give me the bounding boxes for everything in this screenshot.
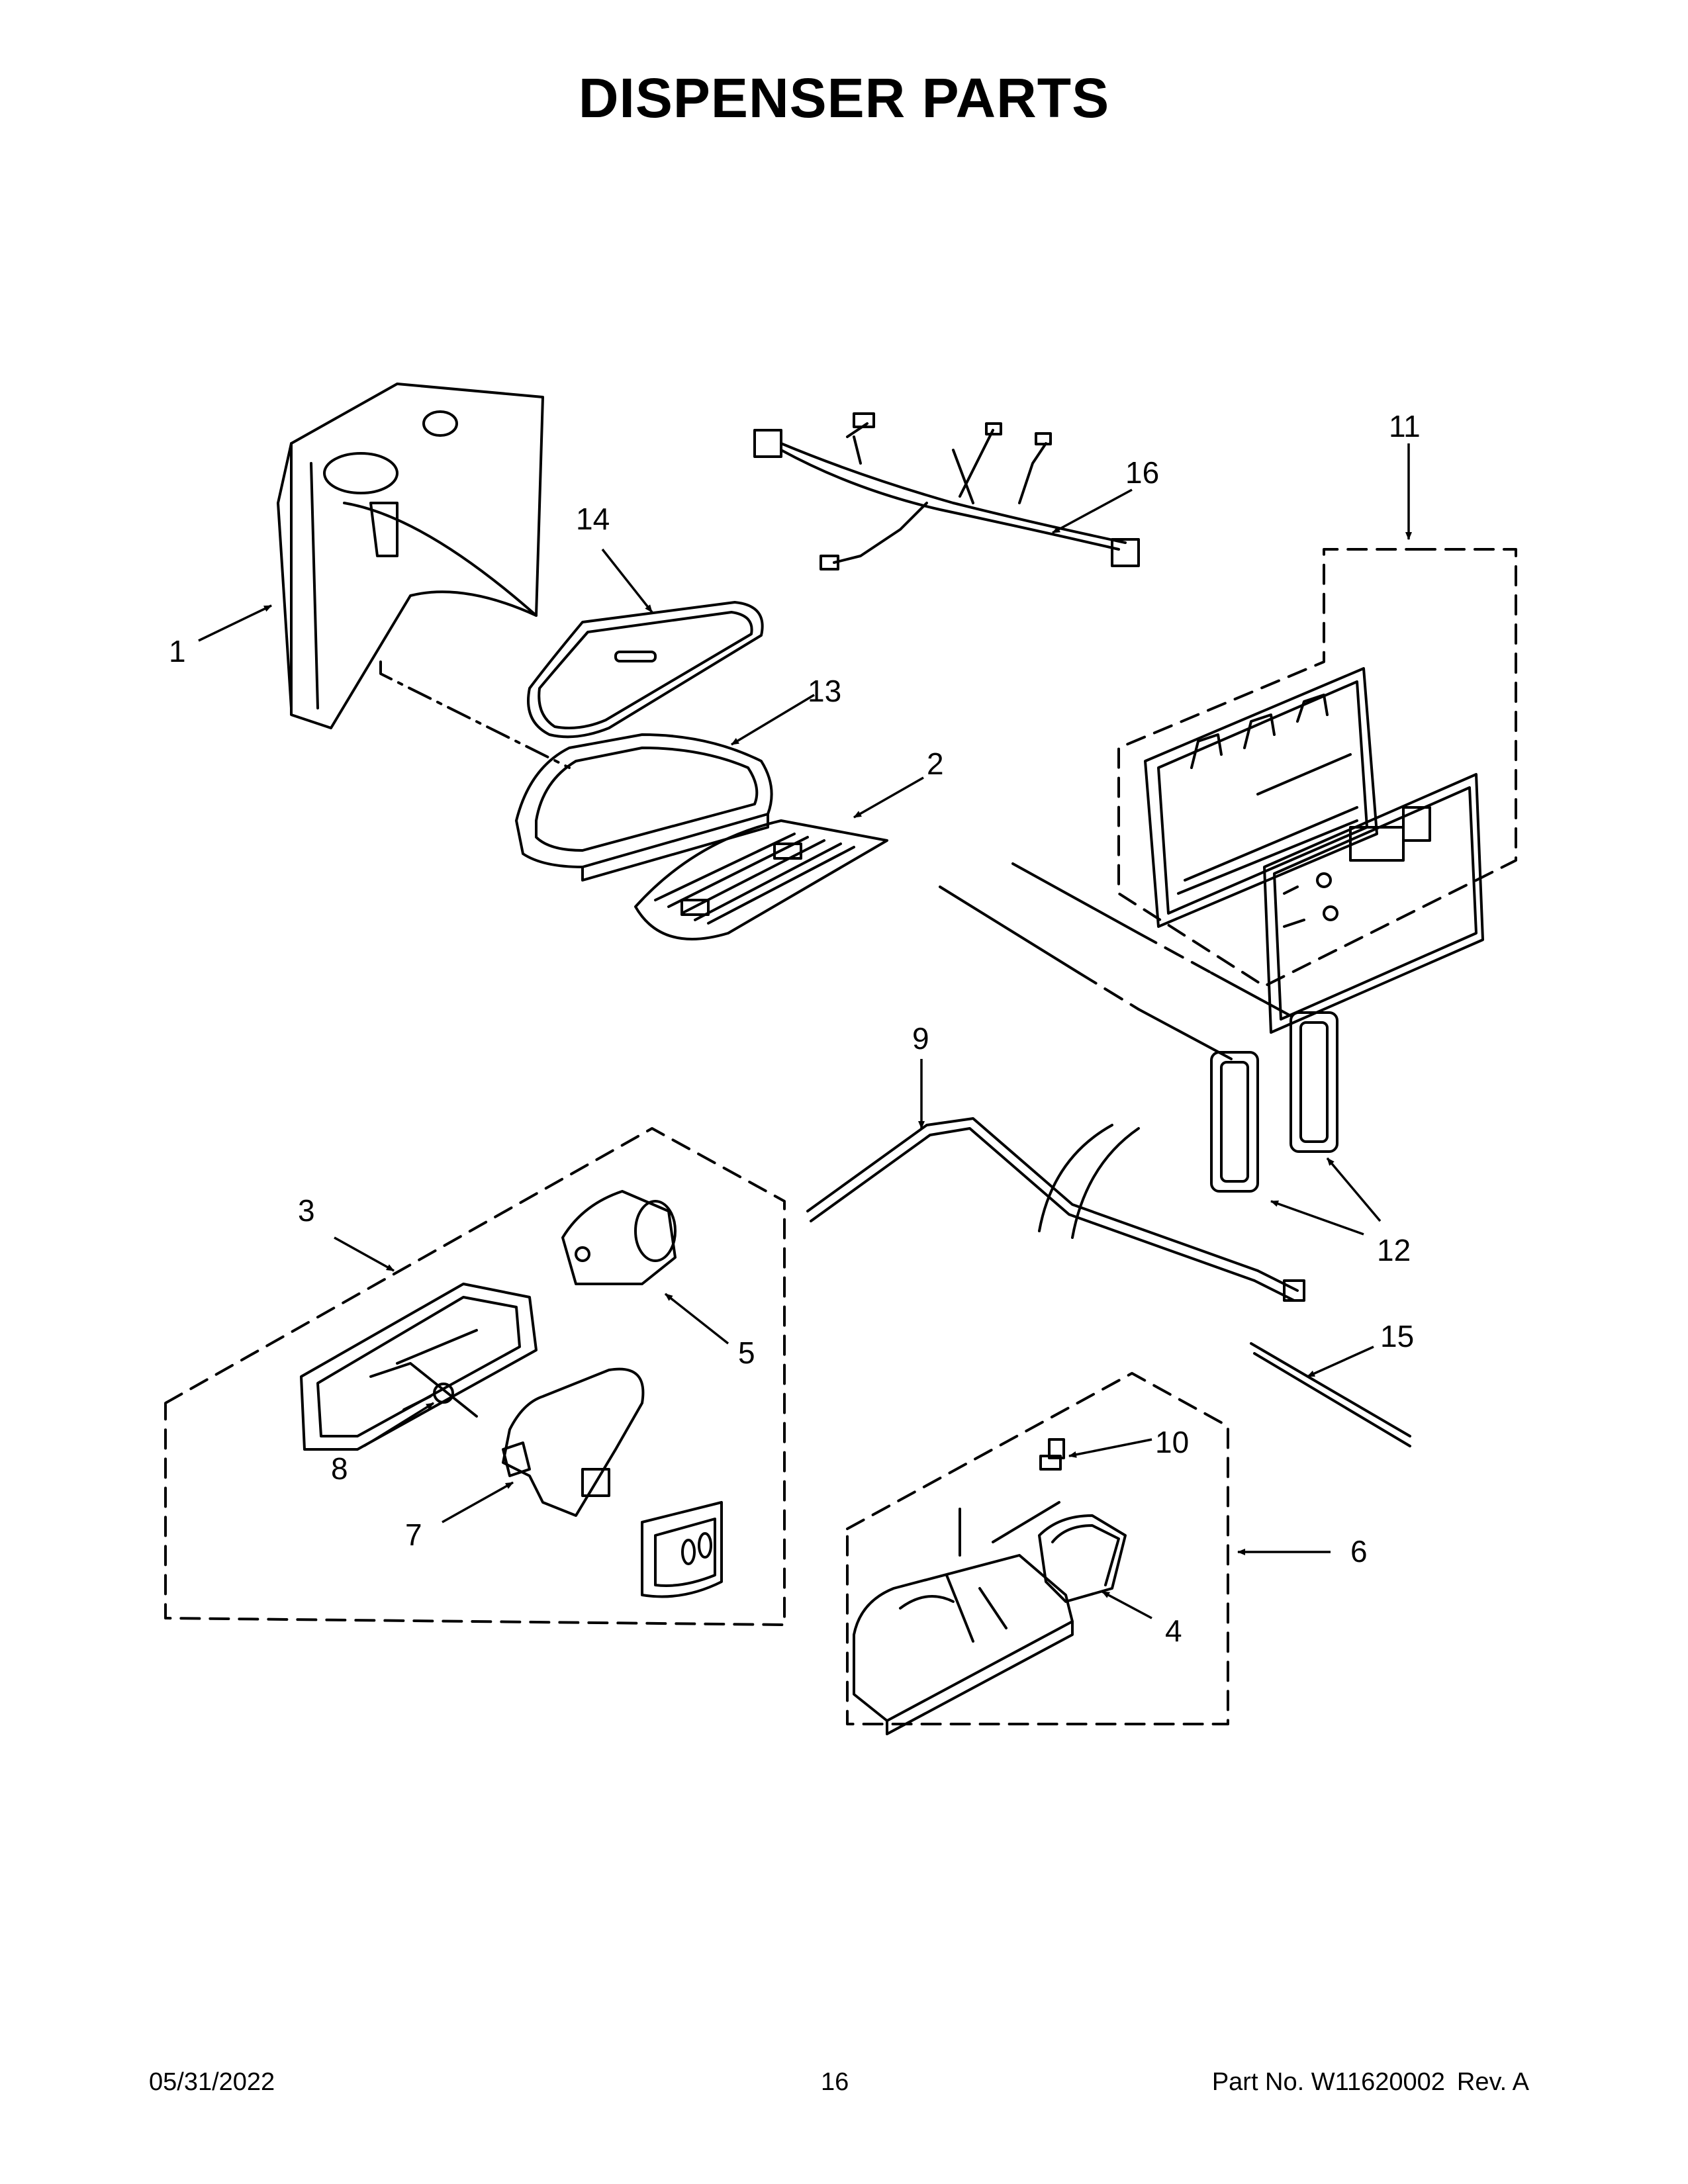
part-13-drip-tray bbox=[515, 733, 773, 882]
assembly-outline-6 bbox=[846, 1372, 1229, 1725]
callout-7: 7 bbox=[405, 1518, 422, 1552]
part-1-dispenser-housing bbox=[277, 383, 544, 729]
part-7-actuator bbox=[502, 1367, 645, 1517]
footer-date: 05/31/2022 bbox=[149, 2068, 275, 2096]
callout-2: 2 bbox=[927, 747, 944, 781]
arrow-16 bbox=[1052, 488, 1133, 534]
arrow-7 bbox=[442, 1481, 514, 1524]
callout-14: 14 bbox=[576, 502, 610, 536]
callout-1: 1 bbox=[169, 634, 186, 668]
assembly-outline-11 bbox=[1117, 548, 1517, 987]
part-16-wire-harness bbox=[753, 412, 1140, 570]
part-6-housing bbox=[853, 1501, 1074, 1735]
arrow-5 bbox=[664, 1293, 729, 1345]
part-15-tube bbox=[1250, 1342, 1411, 1447]
callout-11: 11 bbox=[1389, 409, 1421, 443]
callout-13: 13 bbox=[808, 674, 841, 708]
arrow-3 bbox=[334, 1236, 395, 1272]
footer-revision: Rev. A bbox=[1456, 2068, 1529, 2096]
footer-part-number-label: Part No. W11620002 bbox=[1211, 2068, 1445, 2096]
part-8-screw bbox=[402, 1383, 454, 1411]
arrow-12a bbox=[1270, 1200, 1364, 1236]
part-9-water-tube bbox=[806, 1117, 1305, 1302]
part-5-motor bbox=[561, 1190, 677, 1285]
part-12-buttons bbox=[1210, 1011, 1338, 1193]
callout-3: 3 bbox=[298, 1193, 315, 1228]
callout-6: 6 bbox=[1350, 1534, 1368, 1569]
part-2-drip-grille bbox=[634, 819, 888, 940]
arrow-15 bbox=[1307, 1345, 1374, 1378]
leader-1-13 bbox=[379, 660, 571, 769]
part-10-switch bbox=[1039, 1438, 1065, 1471]
callout-9: 9 bbox=[912, 1021, 929, 1056]
page-title: DISPENSER PARTS bbox=[578, 67, 1110, 129]
callout-16: 16 bbox=[1125, 455, 1159, 490]
arrow-4 bbox=[1102, 1590, 1152, 1619]
callout-5: 5 bbox=[738, 1336, 755, 1370]
callout-8: 8 bbox=[331, 1451, 348, 1486]
part-3-paddle bbox=[641, 1501, 723, 1598]
arrow-14 bbox=[601, 548, 653, 614]
callout-10: 10 bbox=[1155, 1425, 1189, 1459]
footer-part-number: Part No. W11620002 Rev. A bbox=[1200, 2068, 1529, 2097]
assembly-outline-3 bbox=[164, 1127, 786, 1626]
arrow-8 bbox=[363, 1402, 434, 1447]
callout-15: 15 bbox=[1380, 1319, 1414, 1353]
leader-panel-to-button-a bbox=[939, 886, 1080, 974]
leader-panel-to-button-b bbox=[1011, 862, 1140, 934]
arrow-1 bbox=[198, 604, 272, 642]
part-14-gasket bbox=[527, 601, 764, 739]
callout-4: 4 bbox=[1165, 1614, 1182, 1648]
part-3-bracket bbox=[300, 1283, 538, 1451]
arrow-10 bbox=[1068, 1438, 1152, 1458]
part-11-control-panel bbox=[1144, 667, 1484, 1034]
footer-page-number: 16 bbox=[821, 2068, 849, 2096]
arrow-2 bbox=[853, 776, 924, 819]
arrow-12b bbox=[1326, 1157, 1382, 1222]
arrow-13 bbox=[731, 694, 815, 746]
callout-12: 12 bbox=[1377, 1233, 1411, 1267]
part-4-chute bbox=[1038, 1514, 1127, 1603]
